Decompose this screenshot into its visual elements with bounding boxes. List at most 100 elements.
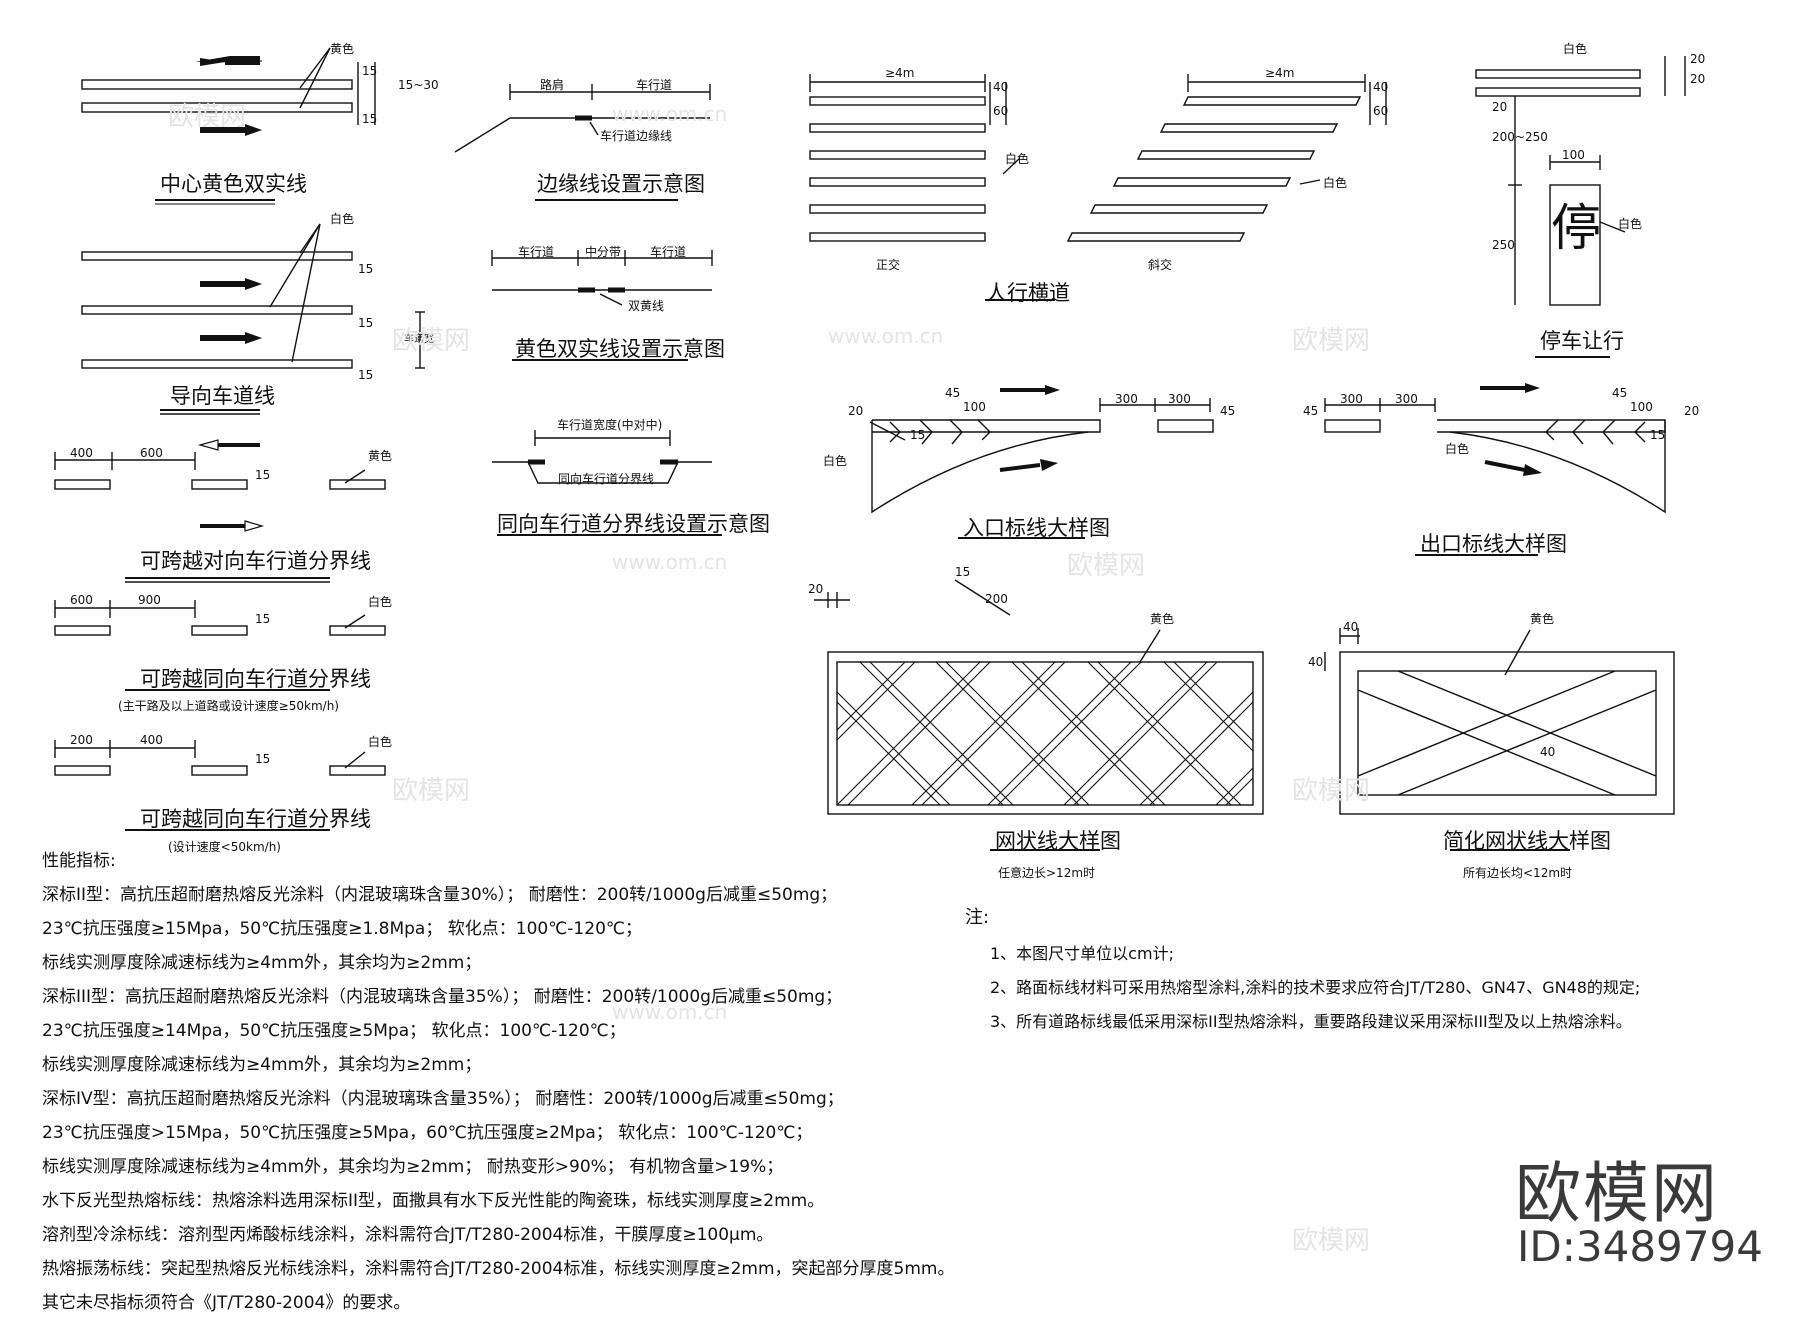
- dim-center-1: 15: [362, 64, 378, 78]
- title-center-yellow-double: 中心黄色双实线: [160, 172, 307, 196]
- watermark-brand-faint: 欧模网: [1292, 1226, 1371, 1256]
- dim-entry-15: 15: [910, 428, 926, 442]
- label-ydouble-road-2: 车行道: [650, 245, 687, 259]
- label-crosswalk-white-1: 白色: [1005, 152, 1030, 166]
- label-opposite-color: 黄色: [368, 449, 393, 463]
- dim-entry-45: 45: [945, 386, 961, 400]
- label-center-yellow-color: 黄色: [330, 42, 355, 56]
- title-crosswalk: 人行横道: [986, 281, 1070, 305]
- label-same-dir-width: 车行道宽度(中对中): [557, 418, 663, 432]
- specs-heading: 性能指标:: [42, 851, 116, 871]
- spec-line: 水下反光型热熔标线：热熔涂料选用深标II型，面撒具有水下反光性能的陶瓷珠，标线实…: [42, 1191, 825, 1211]
- title-same-dir-setting: 同向车行道分界线设置示意图: [497, 512, 770, 536]
- same-dir-divider-2-drawing: [54, 740, 386, 831]
- dim-stop-250: 250: [1492, 238, 1515, 252]
- dim-crosswalk-40-2: 40: [1373, 80, 1389, 94]
- yellow-double-setting-drawing: [491, 250, 713, 361]
- dim-stop-20-c: 20: [1492, 100, 1508, 114]
- title-edge-line: 边缘线设置示意图: [537, 172, 705, 196]
- watermark-brand-faint: 欧模网: [1067, 551, 1146, 581]
- label-lane-width: 车道宽: [404, 334, 434, 345]
- spec-line: 热熔振荡标线：突起型热熔反光标线涂料，涂料需符合JT/T280-2004标准，标…: [42, 1259, 955, 1279]
- dim-stop-100: 100: [1562, 148, 1585, 162]
- exit-drawing: [1324, 383, 1666, 556]
- dim-entry-20: 20: [848, 404, 864, 418]
- label-same-dir-1-color: 白色: [368, 595, 393, 609]
- spec-line: 标线实测厚度除减速标线为≥4mm外，其余均为≥2mm；: [42, 953, 482, 973]
- note-simple-grid: 所有边长均<12m时: [1463, 866, 1573, 880]
- label-edge-roadway: 车行道: [636, 78, 673, 92]
- dim-crosswalk-40-1: 40: [993, 80, 1009, 94]
- center-yellow-double-drawing: [81, 47, 376, 205]
- dim-entry-300-b: 300: [1168, 392, 1191, 406]
- dim-grid-200: 200: [985, 592, 1008, 606]
- note-grid: 任意边长>12m时: [998, 866, 1096, 880]
- label-same-dir-line: 同向车行道分界线: [558, 472, 655, 486]
- title-grid: 网状线大样图: [995, 829, 1121, 853]
- watermark-brand-faint: 欧模网: [1292, 776, 1371, 806]
- watermark-url-faint: www.om.cn: [612, 550, 728, 574]
- label-guide-color: 白色: [330, 212, 355, 226]
- spec-line: 23℃抗压强度≥15Mpa，50℃抗压强度≥1.8Mpa； 软化点：100℃-1…: [42, 919, 642, 939]
- watermark-brand-faint: 欧模网: [168, 102, 247, 132]
- watermark-url-faint: www.om.cn: [612, 1000, 728, 1024]
- dim-guide-2: 15: [358, 316, 374, 330]
- dim-same-dir-2-b: 400: [140, 733, 163, 747]
- dim-crosswalk-60-1: 60: [993, 104, 1009, 118]
- dim-exit-300-a: 300: [1340, 392, 1363, 406]
- stop-yield-drawing: [1475, 56, 1686, 358]
- dim-simple-grid-40-a: 40: [1343, 620, 1359, 634]
- dim-stop-200-250: 200~250: [1492, 130, 1548, 144]
- label-ydouble-line: 双黄线: [628, 299, 665, 313]
- dim-stop-20-b: 20: [1690, 72, 1706, 86]
- crosswalk-drawing: [809, 74, 1387, 301]
- note-same-dir-1: (主干路及以上道路或设计速度≥50km/h): [118, 699, 339, 713]
- note-item: 3、所有道路标线最低采用深标II型热熔涂料，重要路段建议采用深标III型及以上热…: [990, 1012, 1632, 1031]
- grid-drawing: [814, 579, 1264, 851]
- watermark-brand-badge: 欧模网: [1515, 1155, 1719, 1232]
- spec-line: 标线实测厚度除减速标线为≥4mm外，其余均为≥2mm；: [42, 1055, 482, 1075]
- simple-grid-drawing: [1324, 628, 1675, 851]
- dim-opposite-1: 400: [70, 446, 93, 460]
- title-same-dir-2: 可跨越同向车行道分界线: [140, 807, 371, 831]
- watermark-brand-faint: 欧模网: [392, 326, 471, 356]
- label-ydouble-median: 中分带: [585, 245, 622, 259]
- dim-exit-45-b: 45: [1612, 386, 1628, 400]
- spec-line: 深标III型：高抗压超耐磨热熔反光涂料（内混玻璃珠含量35%）； 耐磨性：200…: [42, 987, 843, 1007]
- label-crosswalk-orthogonal: 正交: [876, 258, 901, 272]
- spec-line: 其它未尽指标须符合《JT/T280-2004》的要求。: [42, 1293, 411, 1313]
- title-opposite-divider: 可跨越对向车行道分界线: [140, 549, 371, 573]
- dim-grid-20: 20: [808, 582, 824, 596]
- dim-same-dir-2-c: 15: [255, 752, 271, 766]
- watermark-brand-faint: 欧模网: [1292, 326, 1371, 356]
- watermark-url-faint: www.om.cn: [612, 102, 728, 126]
- spec-line: 深标II型：高抗压超耐磨热熔反光涂料（内混玻璃珠含量30%）； 耐磨性：200转…: [42, 885, 838, 905]
- title-guide-lane: 导向车道线: [170, 384, 275, 408]
- dim-exit-100: 100: [1630, 400, 1653, 414]
- label-edge-line: 车行道边缘线: [600, 129, 673, 143]
- watermark-id-badge: ID:3489794: [1517, 1222, 1763, 1271]
- dim-opposite-3: 15: [255, 468, 271, 482]
- spec-line: 溶剂型冷涂标线：溶剂型丙烯酸标线涂料，涂料需符合JT/T280-2004标准，干…: [42, 1225, 774, 1245]
- opposite-divider-drawing: [54, 439, 386, 583]
- title-entry: 入口标线大样图: [963, 516, 1110, 540]
- label-exit-white: 白色: [1445, 442, 1470, 456]
- label-same-dir-2-color: 白色: [368, 735, 393, 749]
- title-simple-grid: 简化网状线大样图: [1443, 829, 1611, 853]
- spec-line: 23℃抗压强度≥14Mpa，50℃抗压强度≥5Mpa； 软化点：100℃-120…: [42, 1021, 626, 1041]
- dim-entry-100: 100: [963, 400, 986, 414]
- spec-line: 深标IV型：高抗压超耐磨热熔反光涂料（内混玻璃珠含量35%）； 耐磨性：200转…: [42, 1089, 844, 1109]
- title-stop-yield: 停车让行: [1540, 329, 1624, 353]
- label-stop-white-glyph: 白色: [1618, 217, 1643, 231]
- same-dir-divider-1-drawing: [54, 600, 386, 691]
- dim-simple-grid-40-c: 40: [1540, 745, 1556, 759]
- dim-exit-300-b: 300: [1395, 392, 1418, 406]
- dim-same-dir-1-b: 900: [138, 593, 161, 607]
- note-item: 1、本图尺寸单位以cm计;: [990, 944, 1174, 963]
- label-grid-yellow: 黄色: [1150, 612, 1175, 626]
- note-same-dir-2: (设计速度<50km/h): [168, 840, 281, 854]
- dim-center-3: 15: [362, 112, 378, 126]
- dim-crosswalk-60-2: 60: [1373, 104, 1389, 118]
- dim-grid-15: 15: [955, 565, 971, 579]
- notes-heading: 注:: [965, 907, 990, 928]
